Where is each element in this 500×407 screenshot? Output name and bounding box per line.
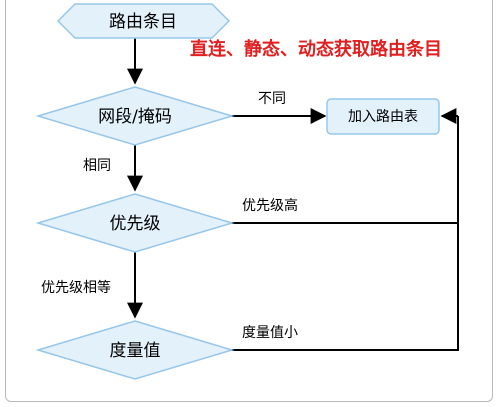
route-entry-label: 路由条目: [109, 12, 177, 32]
line-metric-to-table: [230, 116, 459, 351]
diagram-title: 直连、静态、动态获取路由条目: [190, 38, 442, 60]
add-to-table-label: 加入路由表: [348, 109, 418, 125]
metric-decision: [35, 320, 235, 380]
edge-label-different: 不同: [258, 91, 286, 107]
metric-label: 度量值: [110, 341, 161, 361]
edge-label-lower-metric: 度量值小: [242, 325, 298, 341]
subnet-mask-decision: [35, 86, 235, 146]
priority-decision: [35, 193, 235, 253]
route-entry-node: [56, 3, 231, 39]
priority-label: 优先级: [110, 214, 161, 234]
edge-label-higher-priority: 优先级高: [242, 197, 298, 214]
edge-label-equal-priority: 优先级相等: [41, 279, 111, 296]
add-to-table-node: [326, 98, 440, 135]
edge-label-same: 相同: [83, 158, 111, 174]
subnet-mask-label: 网段/掩码: [98, 107, 172, 127]
